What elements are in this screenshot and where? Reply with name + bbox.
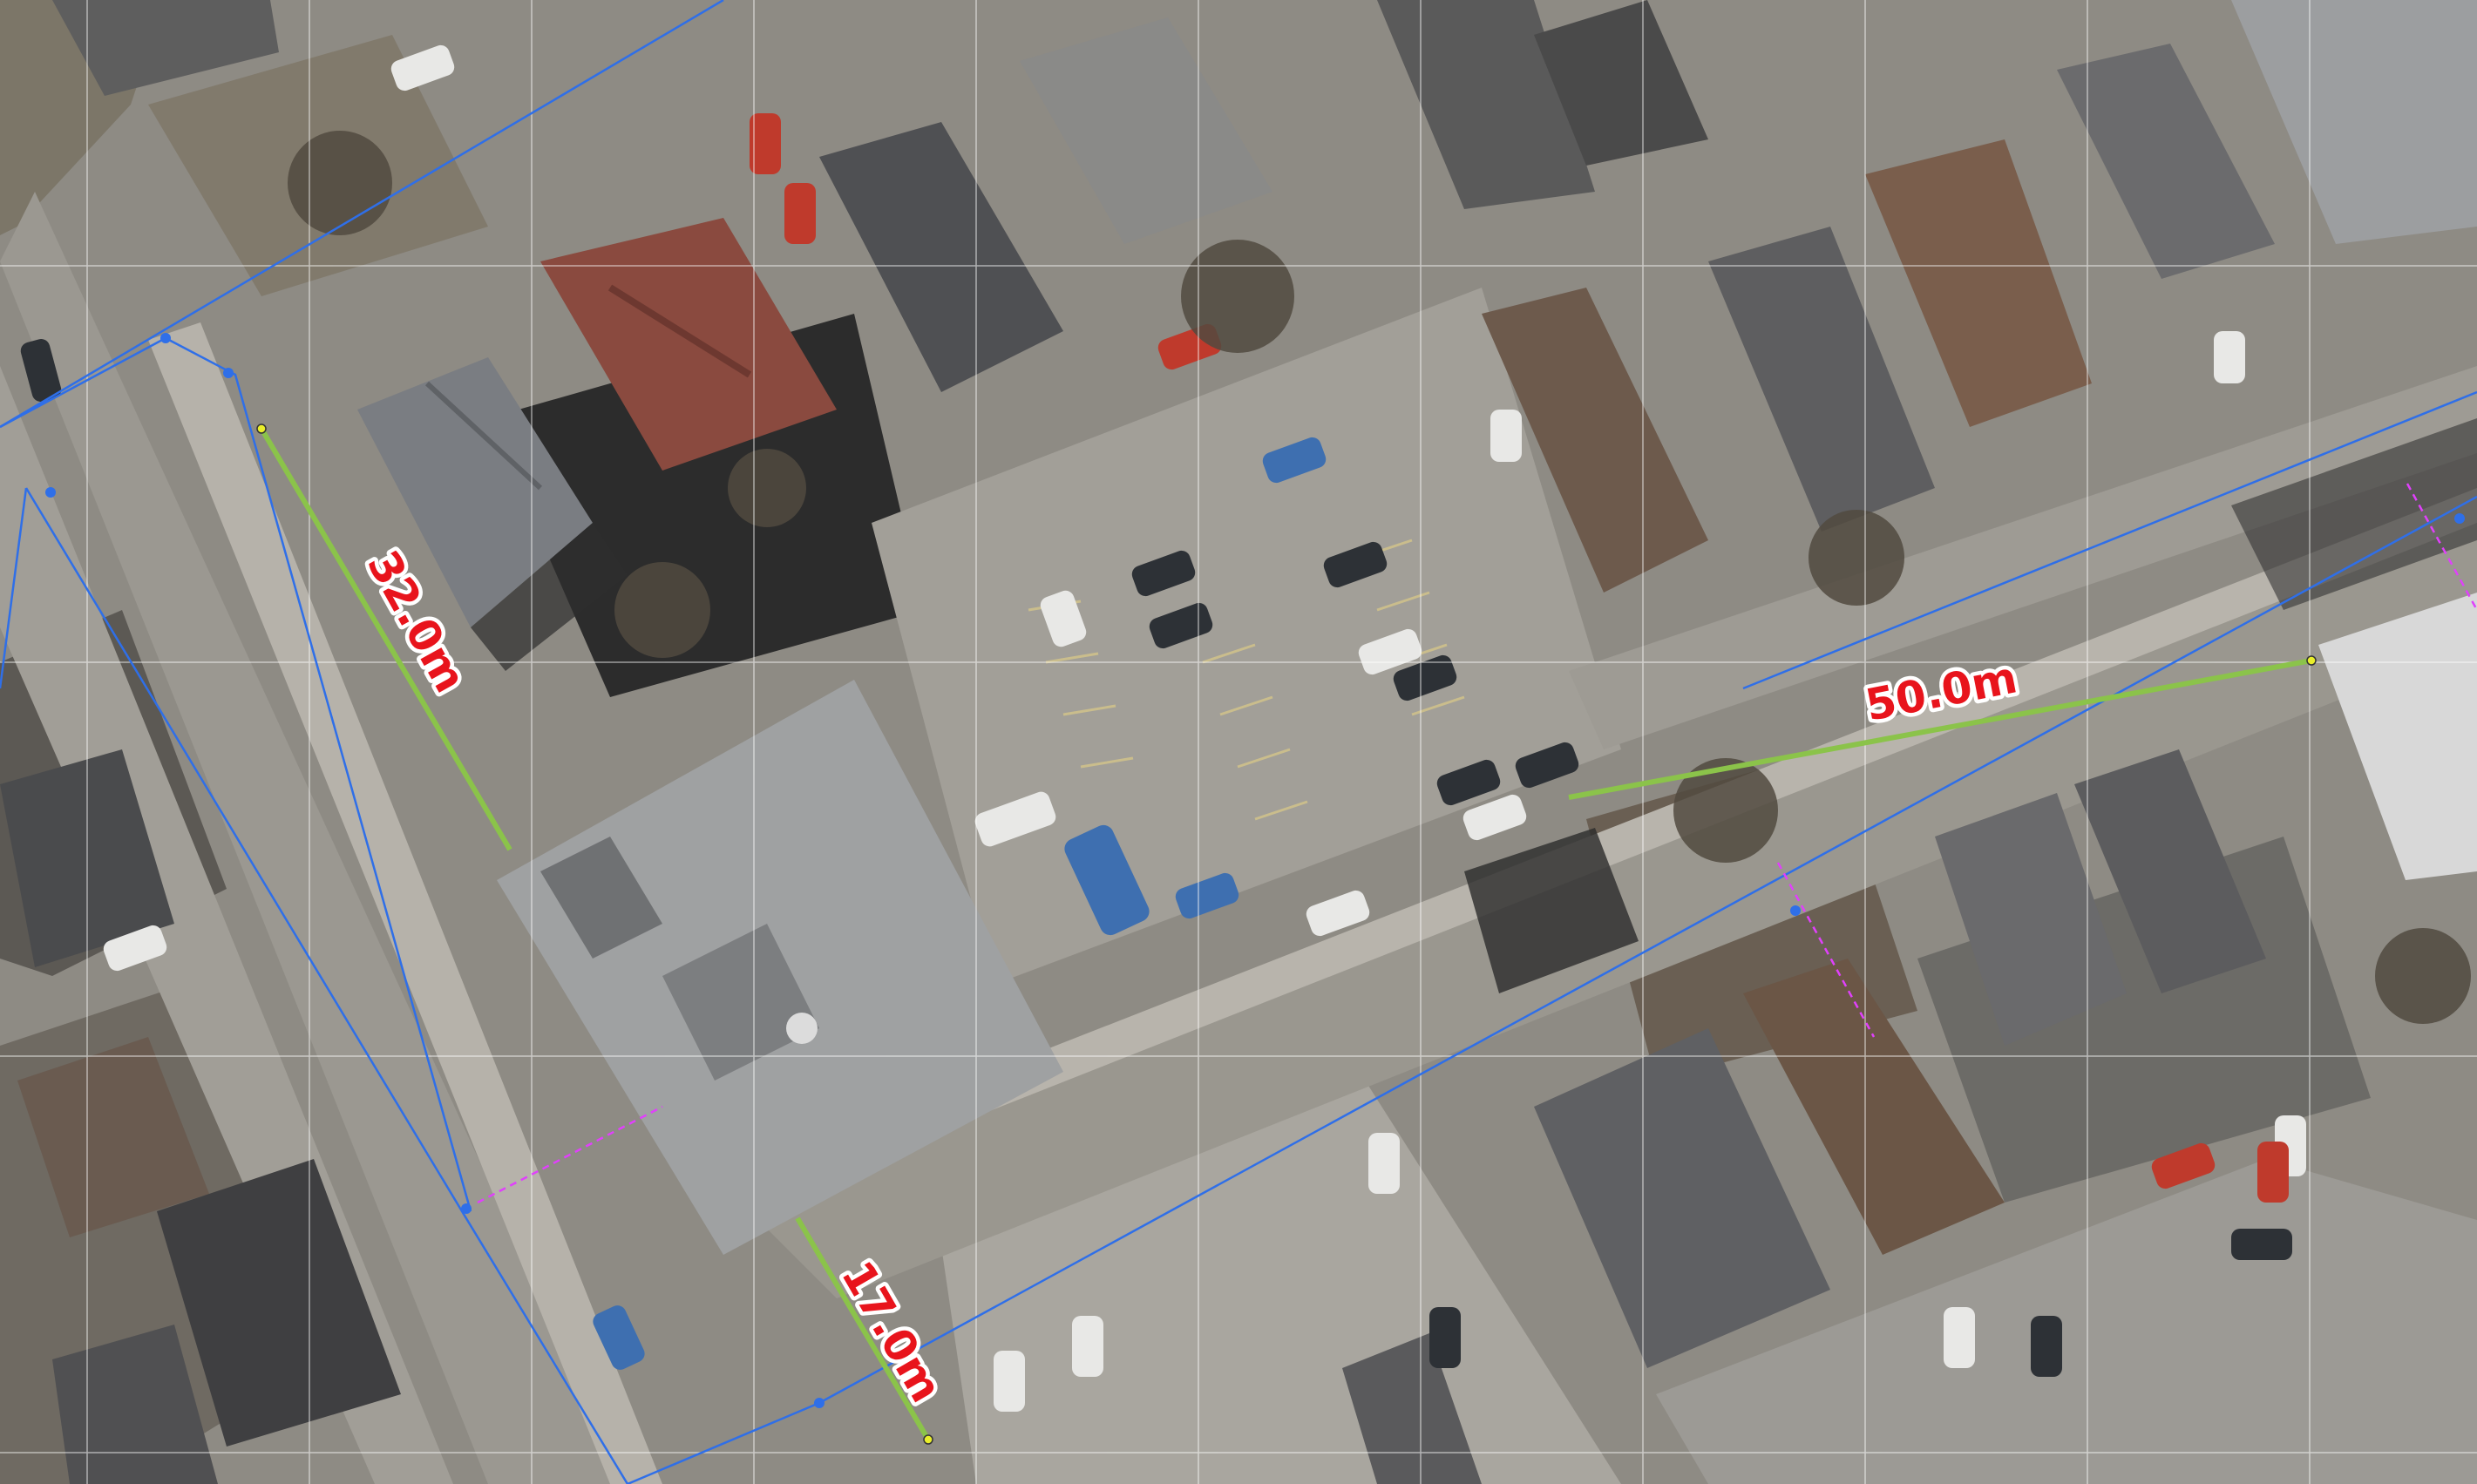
measure-endpoint-32-start[interactable] xyxy=(256,424,267,434)
parcel-vertices xyxy=(45,333,2465,1408)
measure-line-32[interactable] xyxy=(259,427,512,851)
measure-endpoint-50-end[interactable] xyxy=(2306,655,2317,666)
measure-line-50[interactable] xyxy=(1568,658,2312,800)
measure-endpoint-17-end[interactable] xyxy=(923,1434,933,1445)
dashed-lines xyxy=(477,483,2477,1204)
measure-line-17[interactable] xyxy=(795,1216,931,1441)
